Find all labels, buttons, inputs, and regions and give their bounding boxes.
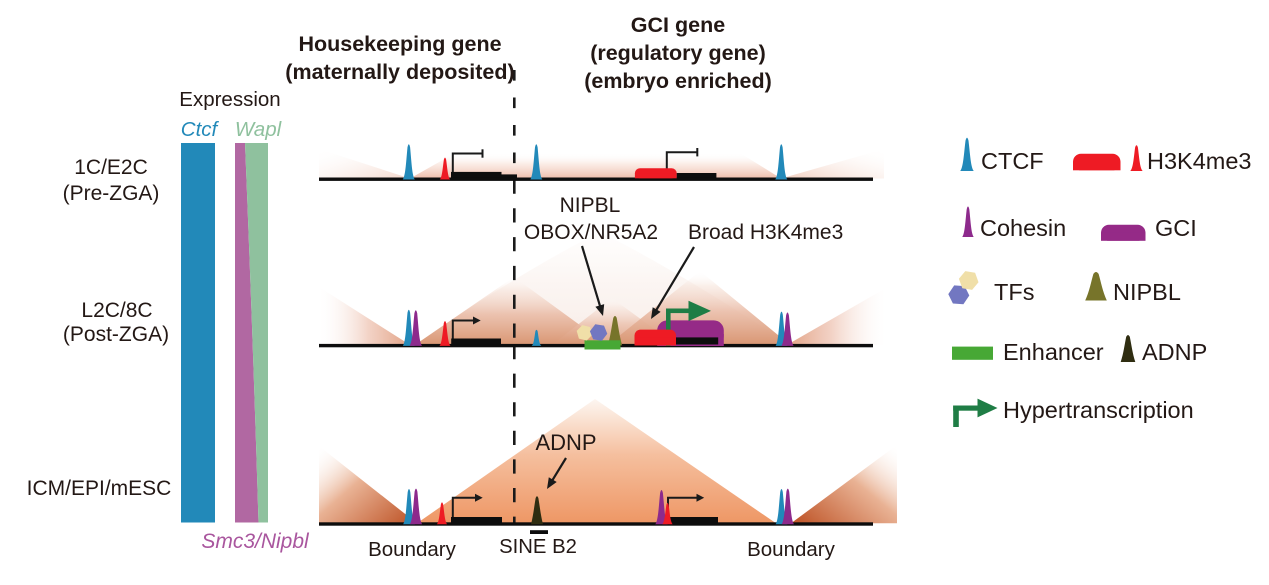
- svg-text:Hypertranscription: Hypertranscription: [1003, 397, 1194, 423]
- svg-text:1C/E2C: 1C/E2C: [74, 156, 148, 179]
- svg-text:NIPBL: NIPBL: [560, 194, 621, 217]
- svg-text:H3K4me3: H3K4me3: [1147, 148, 1252, 174]
- svg-text:Broad H3K4me3: Broad H3K4me3: [688, 221, 843, 244]
- svg-text:ADNP: ADNP: [535, 430, 596, 455]
- svg-text:Cohesin: Cohesin: [980, 215, 1066, 241]
- svg-text:ICM/EPI/mESC: ICM/EPI/mESC: [27, 477, 172, 500]
- svg-text:OBOX/NR5A2: OBOX/NR5A2: [524, 221, 658, 244]
- svg-text:Expression: Expression: [179, 88, 280, 111]
- svg-text:Boundary: Boundary: [747, 538, 836, 561]
- svg-text:CTCF: CTCF: [981, 148, 1044, 174]
- svg-text:NIPBL: NIPBL: [1113, 279, 1181, 305]
- svg-text:Ctcf: Ctcf: [181, 118, 220, 141]
- svg-text:L2C/8C: L2C/8C: [81, 299, 152, 322]
- svg-text:(maternally deposited): (maternally deposited): [285, 60, 514, 84]
- svg-text:Boundary: Boundary: [368, 538, 457, 561]
- svg-text:SINE B2: SINE B2: [499, 536, 577, 558]
- svg-text:(Pre-ZGA): (Pre-ZGA): [63, 182, 160, 205]
- svg-text:GCI: GCI: [1155, 215, 1197, 241]
- svg-text:Smc3/Nipbl: Smc3/Nipbl: [201, 530, 310, 553]
- svg-text:(regulatory gene): (regulatory gene): [590, 41, 766, 65]
- svg-text:GCI gene: GCI gene: [631, 13, 725, 37]
- svg-text:(Post-ZGA): (Post-ZGA): [63, 323, 169, 346]
- svg-text:Enhancer: Enhancer: [1003, 339, 1104, 365]
- svg-text:(embryo enriched): (embryo enriched): [584, 69, 772, 93]
- svg-text:Housekeeping gene: Housekeeping gene: [298, 32, 501, 56]
- svg-text:ADNP: ADNP: [1142, 339, 1207, 365]
- svg-text:TFs: TFs: [994, 279, 1034, 305]
- svg-text:Wapl: Wapl: [235, 118, 283, 141]
